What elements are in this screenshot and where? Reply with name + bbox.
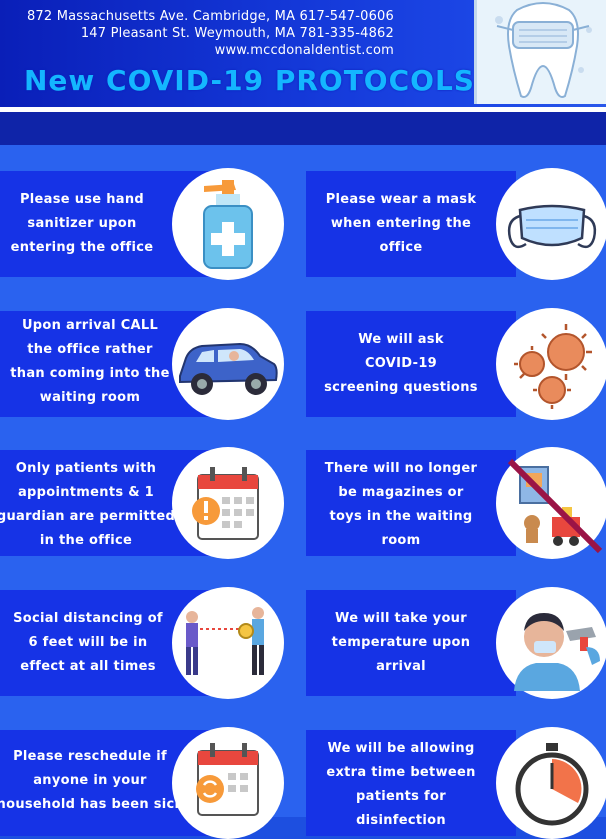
calendar-alert-icon [192, 467, 259, 540]
card-band [306, 590, 516, 696]
tooth-logo [474, 0, 606, 104]
icon-bubble [496, 447, 606, 559]
website-link[interactable]: www.mccdonaldentist.com [214, 43, 394, 58]
thermometer-icon [514, 613, 600, 691]
card-band [306, 311, 516, 417]
virus-icon [514, 324, 592, 409]
icon-bubble [172, 447, 284, 559]
icon-bubble [172, 308, 284, 420]
divider [0, 107, 606, 112]
address-block: 872 Massachusetts Ave. Cambridge, MA 617… [27, 8, 394, 59]
no-toys-icon [507, 458, 603, 554]
stopwatch-icon [515, 743, 589, 826]
card-band [306, 171, 516, 277]
hand-sanitizer-icon [203, 180, 253, 269]
icon-bubble [172, 168, 284, 280]
icon-bubble [496, 727, 606, 839]
car-icon [179, 342, 278, 395]
address-line: 872 Massachusetts Ave. Cambridge, MA 617… [26, 9, 394, 24]
header: 872 Massachusetts Ave. Cambridge, MA 617… [0, 0, 606, 107]
icon-bubble [172, 587, 284, 699]
icon-bubble [172, 727, 284, 839]
address-line: 147 Pleasant St. Weymouth, MA 781-335-48… [80, 26, 394, 41]
social-distancing-icon [186, 607, 264, 675]
icon-bubble [496, 308, 606, 420]
tooth-mask-icon [495, 2, 592, 98]
calendar-reschedule-icon [196, 743, 259, 816]
icon-bubble [496, 168, 606, 280]
face-mask-icon [507, 204, 597, 249]
header-band [0, 112, 606, 145]
card-band [306, 450, 516, 556]
page-title: New COVID-19 PROTOCOLS [24, 64, 475, 97]
icon-bubble [496, 587, 606, 699]
